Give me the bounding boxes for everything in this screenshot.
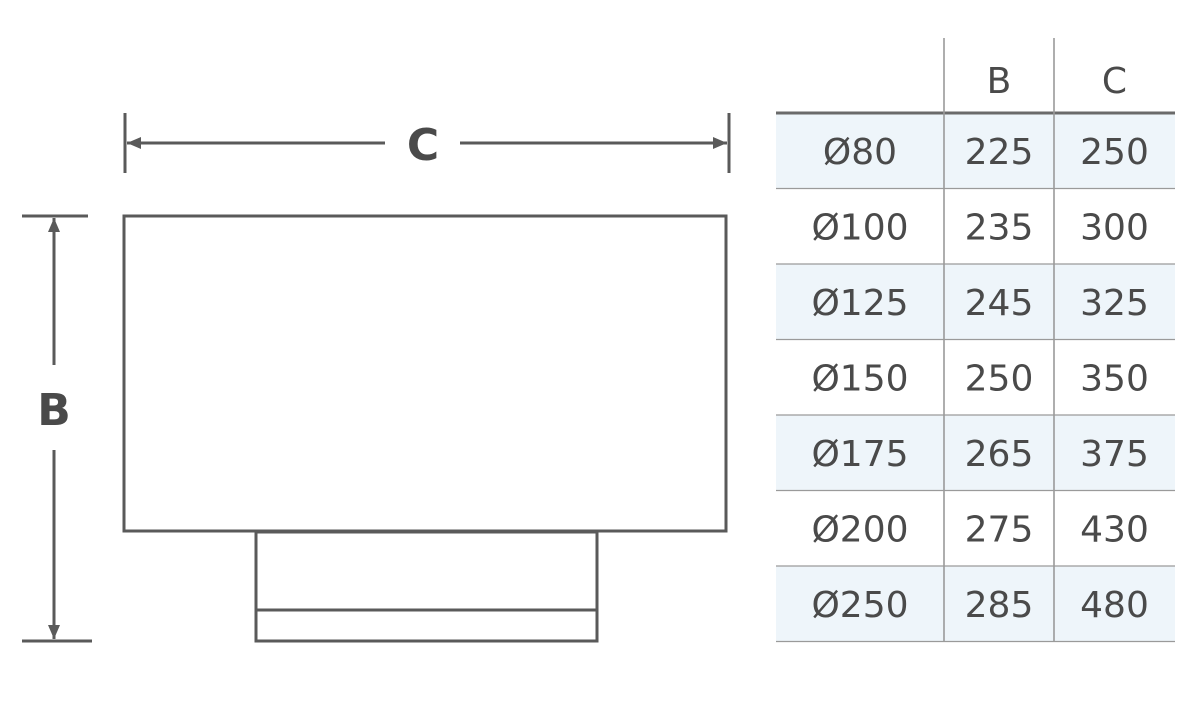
table-row-bg — [776, 113, 1175, 189]
table-header-cell: C — [1102, 61, 1127, 102]
width-label: C — [407, 120, 439, 171]
table-cell-c: 250 — [1080, 132, 1149, 173]
table-row-bg — [776, 264, 1175, 340]
table-cell-c: 430 — [1080, 509, 1149, 550]
table-cell-b: 225 — [965, 132, 1034, 173]
cap-outline — [122, 214, 728, 643]
table-cell-c: 350 — [1080, 358, 1149, 399]
table-row-bg — [776, 188, 1175, 264]
width-dimension — [123, 113, 731, 173]
table-cell-c: 375 — [1080, 434, 1149, 475]
table-cell-diameter: Ø200 — [811, 509, 908, 550]
width-arrow-right-icon — [713, 137, 727, 149]
table-cell-b: 275 — [965, 509, 1034, 550]
table-row-bg — [776, 339, 1175, 415]
height-label: B — [37, 385, 71, 436]
table-cell-diameter: Ø250 — [811, 585, 908, 626]
width-arrow-left-icon — [127, 137, 141, 149]
height-arrow-bottom-icon — [48, 625, 60, 639]
table-cell-b: 285 — [965, 585, 1034, 626]
table-cell-b: 235 — [965, 207, 1034, 248]
table-cell-b: 245 — [965, 283, 1034, 324]
cap-hood — [122, 214, 728, 533]
table-row-bg — [776, 566, 1175, 642]
table-cell-diameter: Ø125 — [811, 283, 908, 324]
height-arrow-top-icon — [48, 218, 60, 232]
table-cell-c: 480 — [1080, 585, 1149, 626]
table-cell-diameter: Ø80 — [823, 132, 897, 173]
height-dimension — [22, 214, 92, 643]
table-cell-b: 265 — [965, 434, 1034, 475]
table-header-cell: B — [987, 61, 1012, 102]
cap-collar — [254, 530, 599, 643]
table-cell-diameter: Ø175 — [811, 434, 908, 475]
table-cell-diameter: Ø150 — [811, 358, 908, 399]
table-row-bg — [776, 490, 1175, 566]
table-cell-diameter: Ø100 — [811, 207, 908, 248]
table-row-bg — [776, 415, 1175, 491]
table-cell-b: 250 — [965, 358, 1034, 399]
table-cell-c: 300 — [1080, 207, 1149, 248]
table-cell-c: 325 — [1080, 283, 1149, 324]
